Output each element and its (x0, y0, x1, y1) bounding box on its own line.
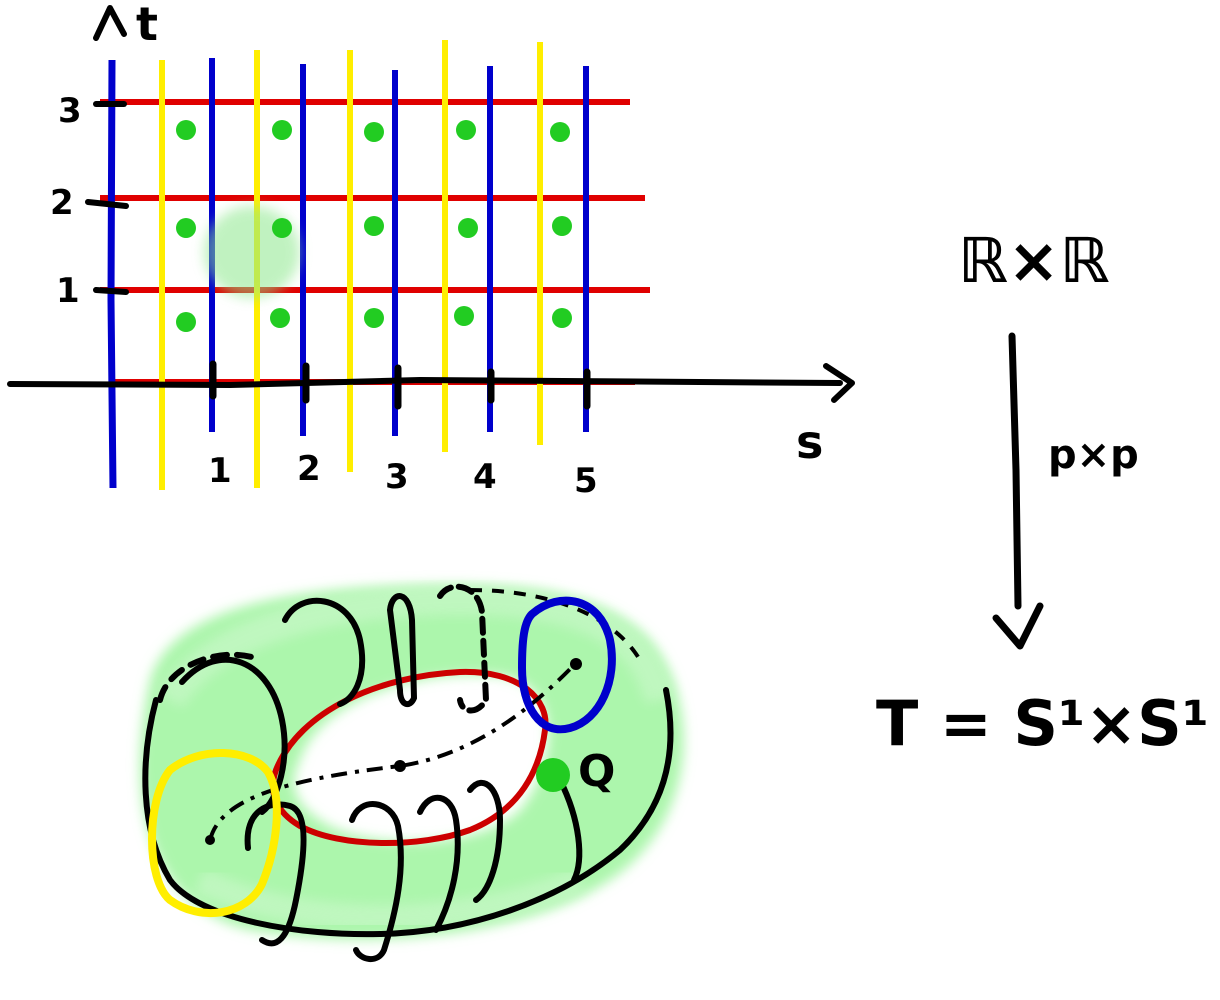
yellow-loop (148, 749, 281, 917)
core-point (570, 658, 582, 670)
q-curve (557, 777, 583, 883)
s-tick-label-1: 1 (208, 451, 232, 491)
green-dot (272, 218, 292, 238)
plane-grid: t s 1 2 3 4 5 3 2 1 (7, 0, 855, 501)
meridian-loop (467, 780, 504, 903)
map-arrow-head (992, 602, 1044, 650)
s-tick-label-4: 4 (473, 457, 497, 497)
green-dot (552, 216, 572, 236)
map-arrow-label: p×p (1048, 432, 1139, 478)
green-dot (176, 218, 196, 238)
green-dot (270, 308, 290, 328)
green-dot (550, 122, 570, 142)
t-axis-label: t (136, 0, 158, 51)
green-dot (364, 122, 384, 142)
s-axis (7, 376, 843, 389)
green-dot (456, 120, 476, 140)
t-tick-mark (85, 199, 129, 209)
green-dot (458, 218, 478, 238)
green-dot (364, 216, 384, 236)
s-tick-label-5: 5 (574, 461, 598, 501)
green-dot (454, 306, 474, 326)
green-dot (364, 308, 384, 328)
torus-back-outline (469, 588, 642, 662)
torus-glow-stroke (194, 867, 585, 931)
torus-core-line (208, 662, 577, 841)
torus-outer-outline-top (157, 651, 263, 703)
point-q-label: Q (578, 746, 615, 797)
meridian-loop (437, 583, 490, 714)
covering-map: ℝ×ℝ p×p T = S¹×S¹ (876, 224, 1209, 760)
t-tick-label-2: 2 (50, 183, 74, 223)
green-dot (552, 308, 572, 328)
meridian-loop (386, 593, 418, 708)
t-tick-label-3: 3 (58, 91, 82, 131)
blue-line-0 (107, 59, 117, 489)
s-axis-label: s (796, 415, 823, 469)
core-point (205, 835, 215, 845)
meridian-loop (282, 597, 366, 707)
green-dot (272, 120, 292, 140)
t-axis-arrowhead (93, 5, 127, 41)
t-tick-label-1: 1 (56, 271, 80, 311)
meridian-loop (244, 801, 307, 947)
map-arrow-shaft (1008, 332, 1022, 610)
torus-drawing: Q (140, 583, 684, 962)
blue-loop (517, 596, 616, 734)
point-q (536, 758, 570, 792)
torus-label: T = S¹×S¹ (876, 687, 1209, 760)
green-dot (176, 312, 196, 332)
s-tick-label-2: 2 (297, 449, 321, 489)
t-tick-mark (93, 287, 129, 295)
plane-label: ℝ×ℝ (958, 224, 1110, 297)
s-axis-arrowhead (823, 363, 855, 403)
core-point (394, 760, 406, 772)
s-tick-label-3: 3 (385, 457, 409, 497)
meridian-loop (349, 801, 404, 962)
meridian-loop (417, 794, 461, 933)
green-dots (176, 120, 572, 332)
green-dot (176, 120, 196, 140)
